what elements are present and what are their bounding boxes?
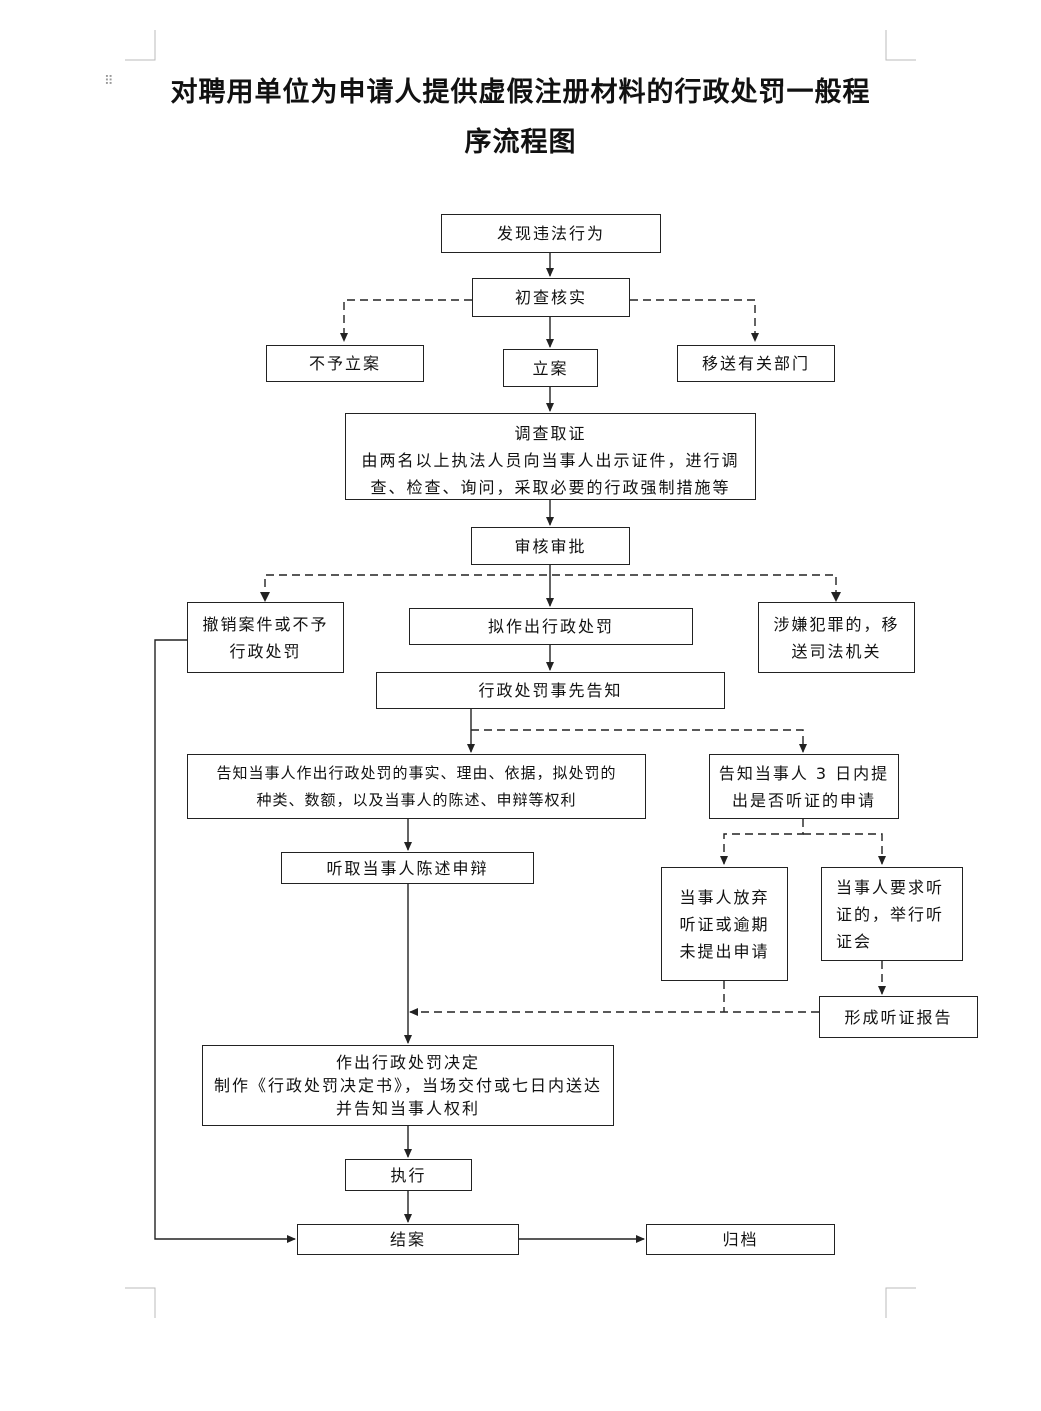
node-no-case: 不予立案 bbox=[266, 345, 424, 382]
crime-line2: 送司法机关 bbox=[791, 641, 882, 661]
notify-hearing-line2: 出是否听证的申请 bbox=[731, 790, 876, 810]
investigate-line1: 由两名以上执法人员向当事人出示证件，进行调 bbox=[361, 451, 740, 470]
waive-line2: 听证或逾期 bbox=[679, 914, 770, 934]
node-discover: 发现违法行为 bbox=[441, 214, 661, 253]
node-review: 审核审批 bbox=[471, 527, 630, 565]
decision-title: 作出行政处罚决定 bbox=[335, 1053, 480, 1072]
node-prior-notice: 行政处罚事先告知 bbox=[376, 672, 725, 709]
node-waive-hearing: 当事人放弃 听证或逾期 未提出申请 bbox=[661, 867, 788, 981]
node-request-hearing: 当事人要求听 证的，举行听 证会 bbox=[821, 867, 963, 961]
node-crime: 涉嫌犯罪的，移 送司法机关 bbox=[758, 602, 915, 673]
node-revoke: 撤销案件或不予 行政处罚 bbox=[187, 602, 344, 673]
node-initial-check: 初查核实 bbox=[472, 278, 630, 317]
decision-line1: 制作《行政处罚决定书》，当场交付或七日内送达 bbox=[213, 1076, 602, 1095]
revoke-line2: 行政处罚 bbox=[229, 641, 302, 661]
node-investigate: 调查取证 由两名以上执法人员向当事人出示证件，进行调 查、检查、询问，采取必要的… bbox=[345, 413, 756, 500]
drag-handle-icon[interactable]: ⠿ bbox=[104, 74, 114, 89]
request-line3: 证会 bbox=[836, 931, 873, 951]
revoke-line1: 撤销案件或不予 bbox=[202, 614, 329, 634]
node-archive: 归档 bbox=[646, 1224, 835, 1255]
dashed-arrow-waive bbox=[720, 819, 804, 865]
notify-facts-line1: 告知当事人作出行政处罚的事实、理由、依据，拟处罚的 bbox=[216, 763, 617, 782]
waive-line3: 未提出申请 bbox=[679, 941, 770, 961]
crime-line1: 涉嫌犯罪的，移 bbox=[773, 614, 900, 634]
node-decision: 作出行政处罚决定 制作《行政处罚决定书》，当场交付或七日内送达 并告知当事人权利 bbox=[202, 1045, 614, 1126]
node-notify-hearing: 告知当事人 3 日内提 出是否听证的申请 bbox=[709, 754, 899, 819]
node-file-case: 立案 bbox=[503, 349, 598, 387]
notify-hearing-line1: 告知当事人 3 日内提 bbox=[718, 763, 890, 783]
node-hearing-report: 形成听证报告 bbox=[819, 996, 978, 1038]
node-transfer-dept: 移送有关部门 bbox=[677, 345, 835, 382]
request-line1: 当事人要求听 bbox=[836, 877, 945, 897]
investigate-title: 调查取证 bbox=[514, 424, 587, 443]
arrow-revoke-to-close bbox=[154, 639, 296, 1243]
node-hear-statement: 听取当事人陈述申辩 bbox=[281, 852, 534, 884]
dashed-arrow-transfer bbox=[630, 299, 759, 342]
node-execute: 执行 bbox=[345, 1159, 472, 1191]
node-propose-penalty: 拟作出行政处罚 bbox=[409, 608, 693, 645]
decision-line2: 并告知当事人权利 bbox=[335, 1099, 480, 1118]
waive-line1: 当事人放弃 bbox=[679, 887, 770, 907]
dashed-arrow-hearing-notice bbox=[471, 729, 807, 753]
request-line2: 证的，举行听 bbox=[836, 904, 945, 924]
dashed-arrow-no-case bbox=[340, 299, 472, 342]
node-close-case: 结案 bbox=[297, 1224, 519, 1255]
page-title-line2: 序流程图 bbox=[464, 127, 577, 158]
page-title-line1: 对聘用单位为申请人提供虚假注册材料的行政处罚一般程 bbox=[170, 77, 871, 108]
node-notify-facts: 告知当事人作出行政处罚的事实、理由、依据，拟处罚的 种类、数额，以及当事人的陈述… bbox=[187, 754, 646, 819]
notify-facts-line2: 种类、数额，以及当事人的陈述、申辩等权利 bbox=[256, 790, 577, 809]
dashed-arrow-request bbox=[803, 833, 886, 865]
investigate-line2: 查、检查、询问，采取必要的行政强制措施等 bbox=[370, 478, 731, 497]
